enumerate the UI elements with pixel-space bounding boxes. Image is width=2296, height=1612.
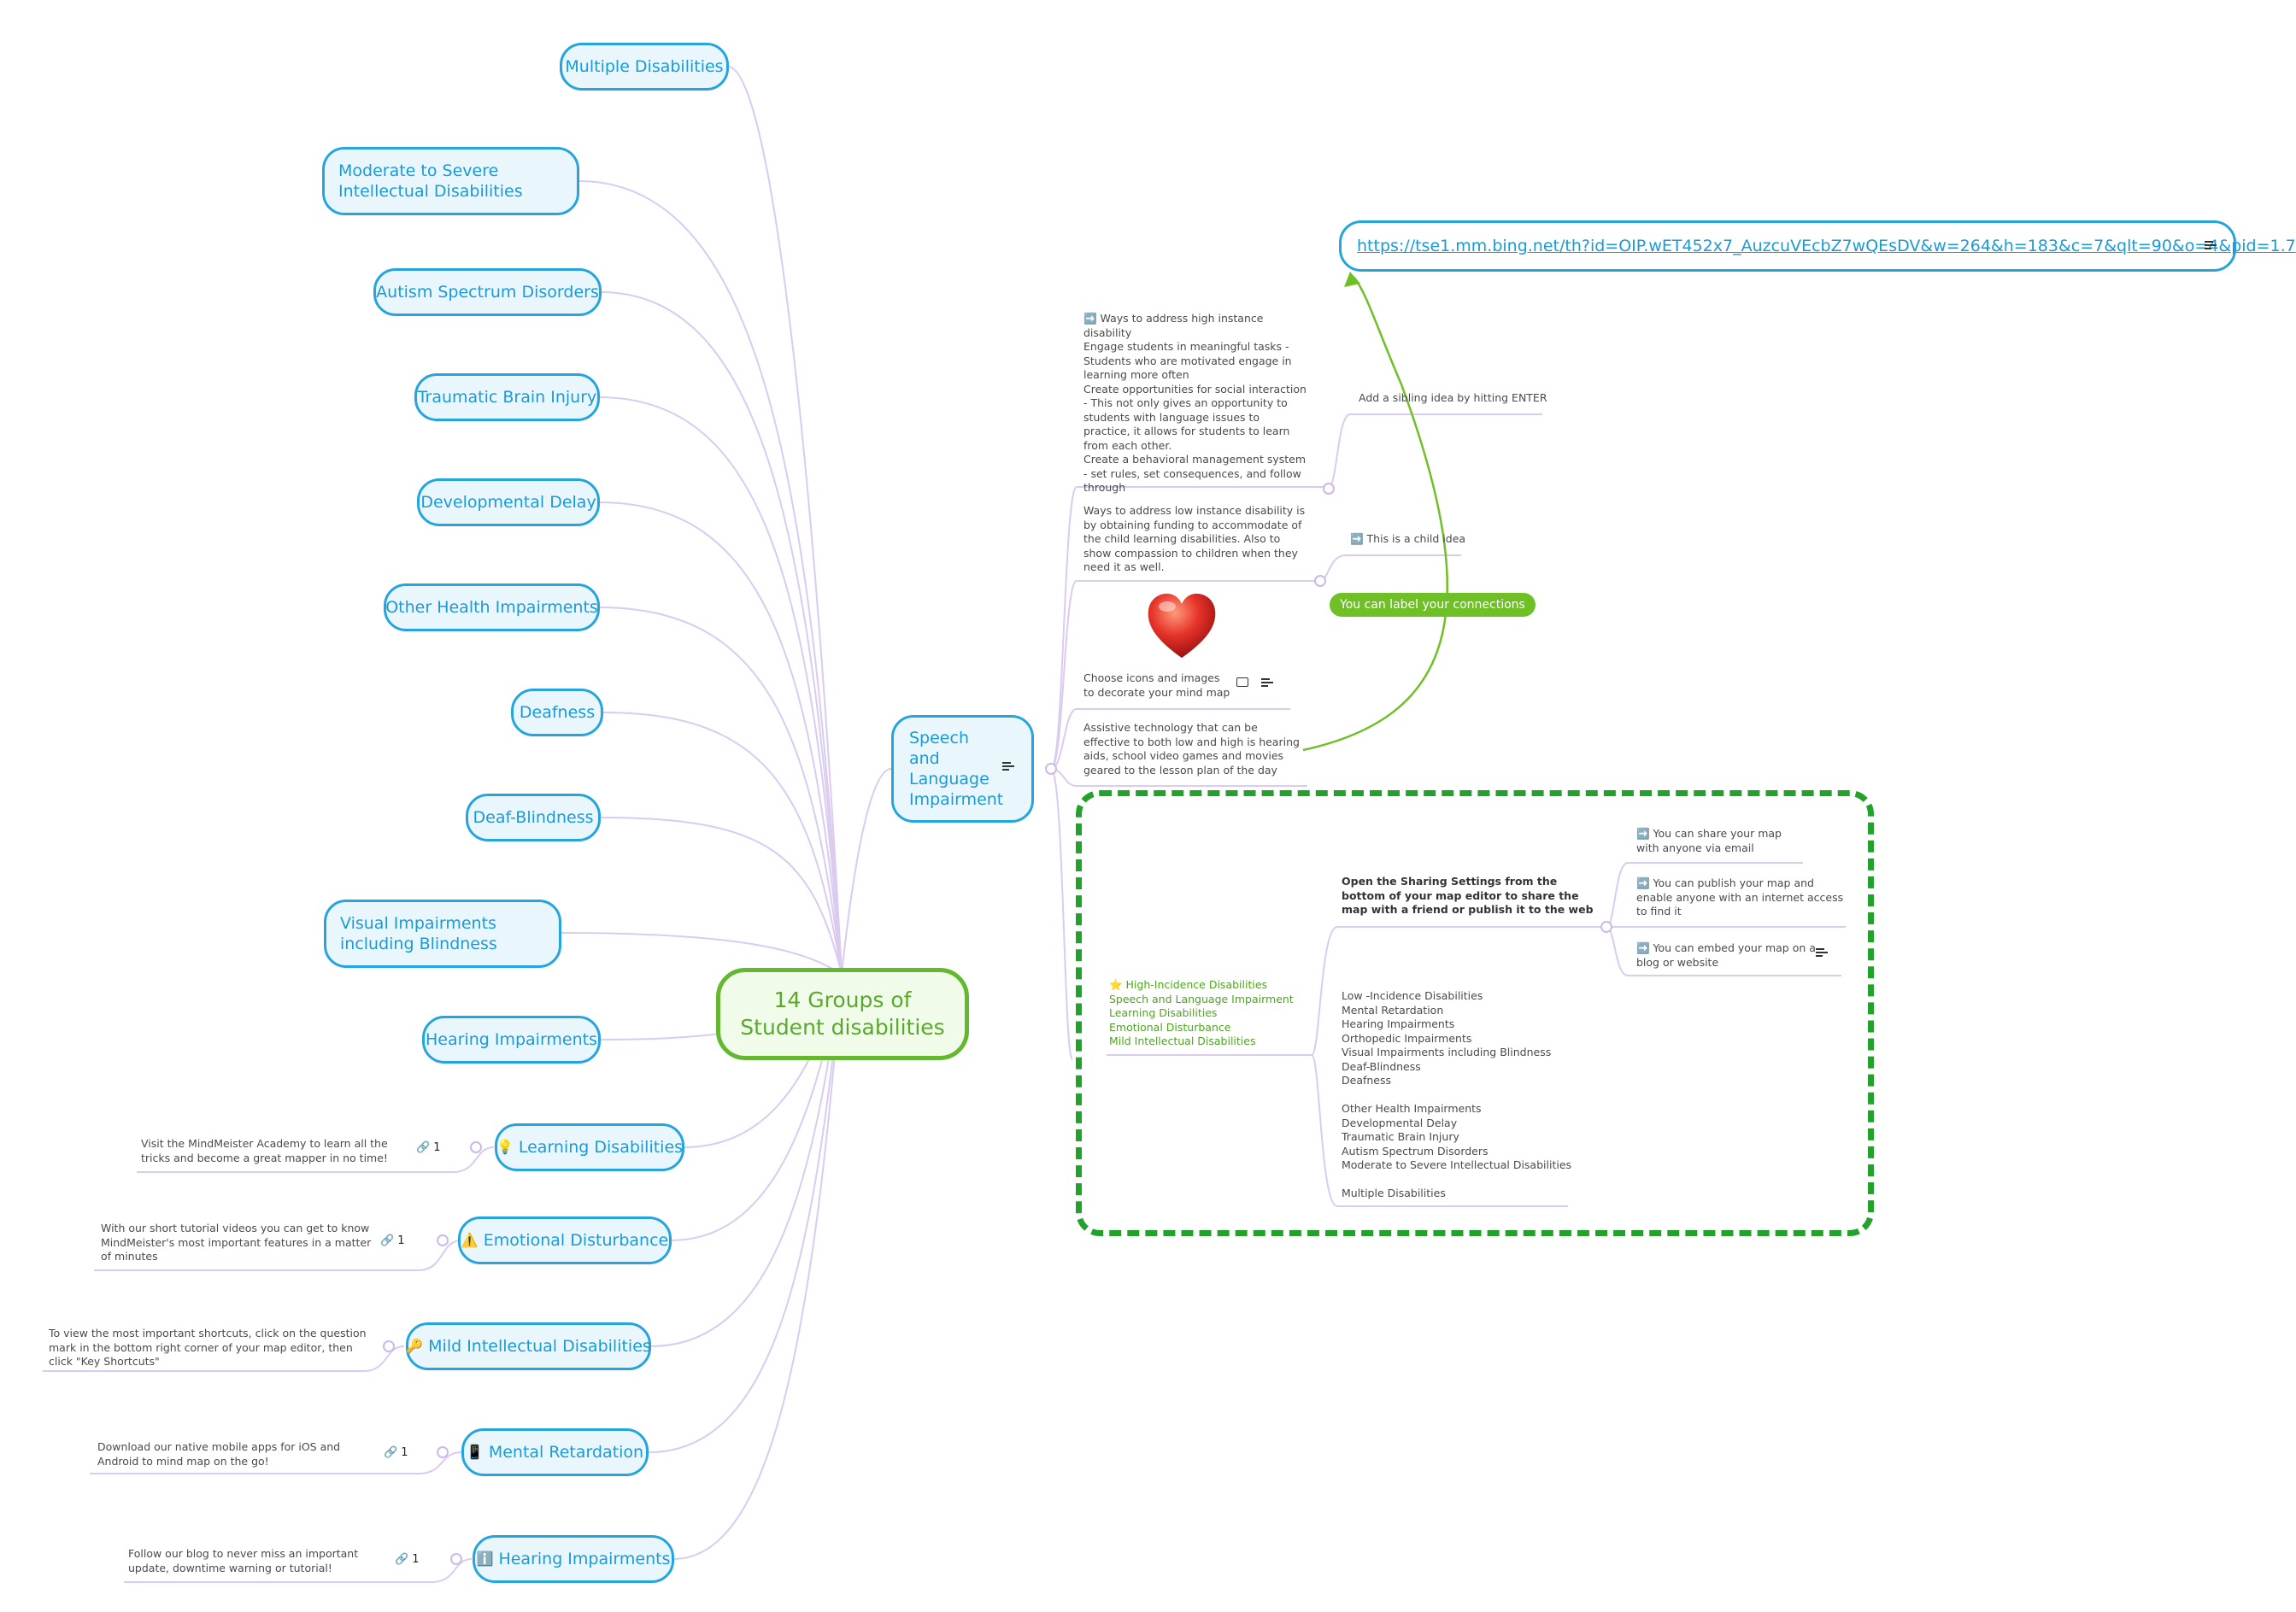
note-assistive-tech: Assistive technology that can be effecti… (1083, 721, 1300, 777)
note-academy: Visit the MindMeister Academy to learn a… (141, 1137, 388, 1164)
connector (648, 973, 843, 1453)
key-icon: 🔑 (406, 1338, 424, 1354)
note-tutorial: With our short tutorial videos you can g… (101, 1222, 372, 1263)
dashed-boundary (1076, 790, 1874, 1236)
branch-emotional-disturbance[interactable]: ⚠️ Emotional Disturbance (458, 1216, 672, 1264)
link-count[interactable]: 🔗1 (395, 1553, 420, 1566)
root-topic[interactable]: 14 Groups of Student disabilities (716, 968, 969, 1060)
hint-sibling: Add a sibling idea by hitting ENTER (1359, 391, 1547, 404)
note-icons-images: Choose icons and images to decorate your… (1083, 671, 1230, 699)
connection-arrowhead (1344, 272, 1360, 287)
share-publish: ➡️ You can publish your map and enable a… (1636, 876, 1844, 917)
branch-autism[interactable]: Autism Spectrum Disorders (373, 268, 602, 316)
branch-deafness[interactable]: Deafness (511, 689, 603, 736)
lightbulb-icon: 💡 (496, 1139, 514, 1155)
connector (602, 712, 843, 975)
connector (90, 1451, 462, 1474)
connector (94, 1240, 462, 1271)
note-low-instance: Ways to address low instance disability … (1083, 504, 1306, 573)
share-embed: ➡️ You can embed your map on a blog or w… (1636, 941, 1816, 969)
connector (43, 1345, 405, 1372)
connector (1311, 1054, 1568, 1207)
root-title: 14 Groups of Student disabilities (740, 988, 945, 1040)
connector (672, 973, 843, 1560)
link-icon: 🔗 (416, 1141, 431, 1154)
notes-icon[interactable] (1816, 948, 1828, 958)
branch-hearing-impairments[interactable]: Hearing Impairments (422, 1016, 601, 1064)
hint-child: ➡️ This is a child idea (1350, 532, 1466, 545)
connector (727, 66, 843, 975)
low-incidence-list: Low -Incidence Disabilities Mental Retar… (1342, 989, 1572, 1199)
connection-label[interactable]: You can label your connections (1330, 593, 1536, 617)
connector (1050, 580, 1320, 770)
notes-icon[interactable] (2205, 241, 2217, 251)
connector (598, 607, 843, 975)
sharing-settings: Open the Sharing Settings from the botto… (1342, 875, 1594, 916)
connector (1050, 768, 1073, 1060)
connector (598, 396, 843, 975)
branch-mild-intellectual[interactable]: 🔑 Mild Intellectual Disabilities (406, 1322, 651, 1370)
connector (1050, 486, 1329, 770)
branch-speech-language[interactable]: Speech and Language Impairment (891, 715, 1034, 823)
connector (600, 291, 843, 975)
branch-moderate-severe[interactable]: Moderate to Severe Intellectual Disabili… (322, 147, 579, 215)
connector (598, 501, 843, 975)
connector (841, 768, 892, 975)
branch-visual-impairments[interactable]: Visual Impairments including Blindness (324, 900, 561, 968)
connector (649, 973, 843, 1347)
connection-curve (1302, 277, 1449, 752)
branch-traumatic-brain-injury[interactable]: Traumatic Brain Injury (414, 373, 600, 421)
connector (1107, 926, 1606, 1056)
connector (1328, 413, 1542, 488)
branch-learning-disabilities[interactable]: 💡 Learning Disabilities (495, 1123, 684, 1171)
branch-hearing-impairments-2[interactable]: ℹ️ Hearing Impairments (473, 1535, 674, 1583)
mobile-phone-icon: 📱 (466, 1444, 484, 1460)
url-topic[interactable]: https://tse1.mm.bing.net/th?id=OIP.wET45… (1339, 220, 2296, 272)
connector (1319, 554, 1461, 582)
connector (124, 1558, 473, 1583)
link-icon: 🔗 (384, 1446, 398, 1459)
branch-developmental-delay[interactable]: Developmental Delay (417, 478, 600, 526)
note-shortcuts: To view the most important shortcuts, cl… (49, 1327, 367, 1368)
note-blog: Follow our blog to never miss an importa… (128, 1547, 359, 1574)
connector (137, 1146, 495, 1173)
branch-other-health[interactable]: Other Health Impairments (384, 583, 600, 631)
connector (578, 180, 843, 975)
notes-icon[interactable] (1002, 762, 1014, 772)
link-count[interactable]: 🔗1 (416, 1141, 441, 1154)
connector (560, 932, 843, 975)
notes-icon[interactable] (1261, 678, 1273, 689)
image-icon[interactable] (1236, 677, 1248, 687)
warning-icon: ⚠️ (461, 1232, 479, 1248)
branch-deaf-blindness[interactable]: Deaf-Blindness (466, 794, 601, 841)
share-email: ➡️ You can share your map with anyone vi… (1636, 827, 1782, 854)
link-count[interactable]: 🔗1 (384, 1446, 408, 1459)
heart-image (1145, 591, 1218, 665)
link-icon: 🔗 (380, 1234, 395, 1247)
url-link[interactable]: https://tse1.mm.bing.net/th?id=OIP.wET45… (1357, 237, 2296, 255)
incidence-list: ⭐ High-Incidence Disabilities Speech and… (1109, 978, 1294, 1047)
note-mobile: Download our native mobile apps for iOS … (97, 1440, 341, 1468)
branch-mental-retardation[interactable]: 📱 Mental Retardation (461, 1428, 649, 1476)
link-icon: 🔗 (395, 1553, 409, 1566)
link-count[interactable]: 🔗1 (380, 1234, 405, 1247)
branch-multiple-disabilities[interactable]: Multiple Disabilities (560, 43, 729, 91)
note-high-instance: ➡️ Ways to address high instance disabil… (1083, 312, 1307, 494)
connector (600, 817, 843, 975)
info-icon: ℹ️ (476, 1550, 494, 1567)
